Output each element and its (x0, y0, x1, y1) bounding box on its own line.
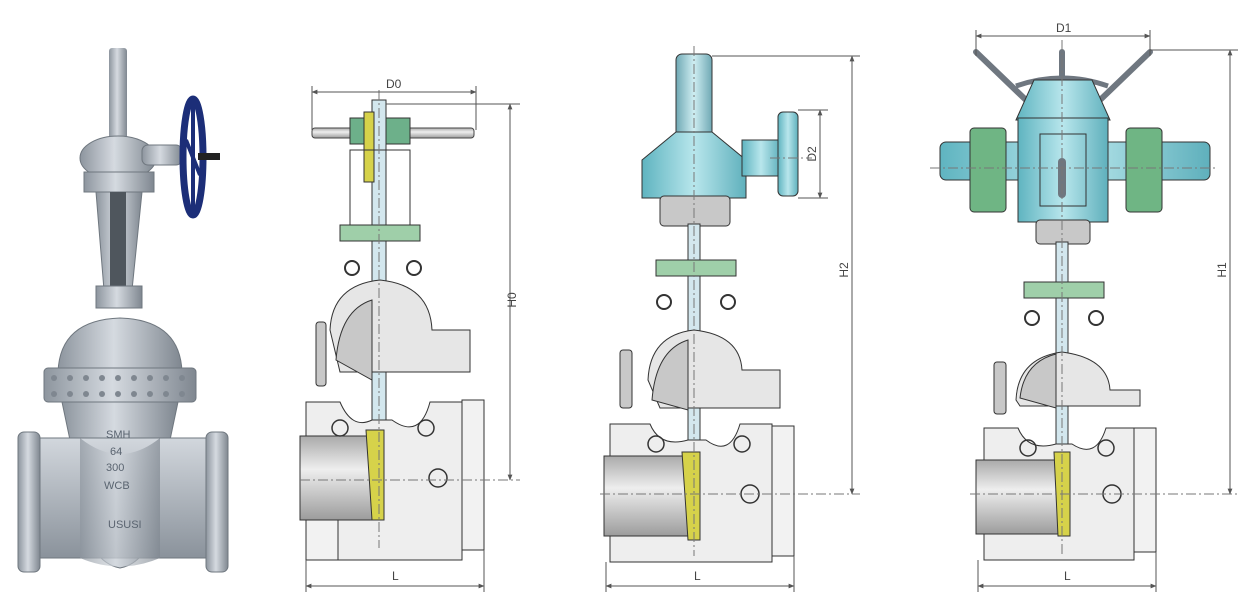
gear-length-label: L (694, 569, 701, 583)
drawing-electric-valve: D1 H1 L (930, 21, 1240, 592)
marking-manufacturer: SMH (106, 429, 131, 441)
manual-width-label: D0 (386, 77, 402, 91)
actuator-head (1015, 79, 1111, 121)
valve-photo: SMH 64 300 WCB USUSI (17, 48, 229, 573)
handwheel-icon (179, 95, 220, 219)
gear-handwheel (777, 111, 799, 197)
photo-stem (109, 48, 127, 148)
drawing-manual-valve: D0 H0 L (299, 77, 520, 592)
photo-bonnet (57, 317, 183, 373)
photo-right-flange (205, 431, 229, 573)
electric-height-label: H1 (1215, 262, 1229, 278)
photo-left-flange (17, 431, 41, 573)
electric-length-label: L (1064, 569, 1071, 583)
gear-height-label: H2 (837, 262, 851, 278)
photo-bonnet-flange (43, 367, 197, 403)
gear-inlet-pipe (603, 455, 689, 537)
manual-inlet-pipe (299, 435, 373, 521)
manual-length-label: L (392, 569, 399, 583)
marking-material: WCB (104, 480, 130, 492)
manual-height-label: H0 (505, 292, 519, 308)
electric-width-label: D1 (1056, 21, 1072, 35)
marking-serial: USUSI (108, 519, 142, 531)
drawing-gear-valve: D2 H2 L (600, 46, 860, 592)
marking-pressure-class: 300 (106, 462, 124, 474)
gear-width-label: D2 (805, 146, 819, 162)
marking-size: 64 (110, 446, 122, 458)
electric-inlet-pipe (975, 459, 1063, 535)
